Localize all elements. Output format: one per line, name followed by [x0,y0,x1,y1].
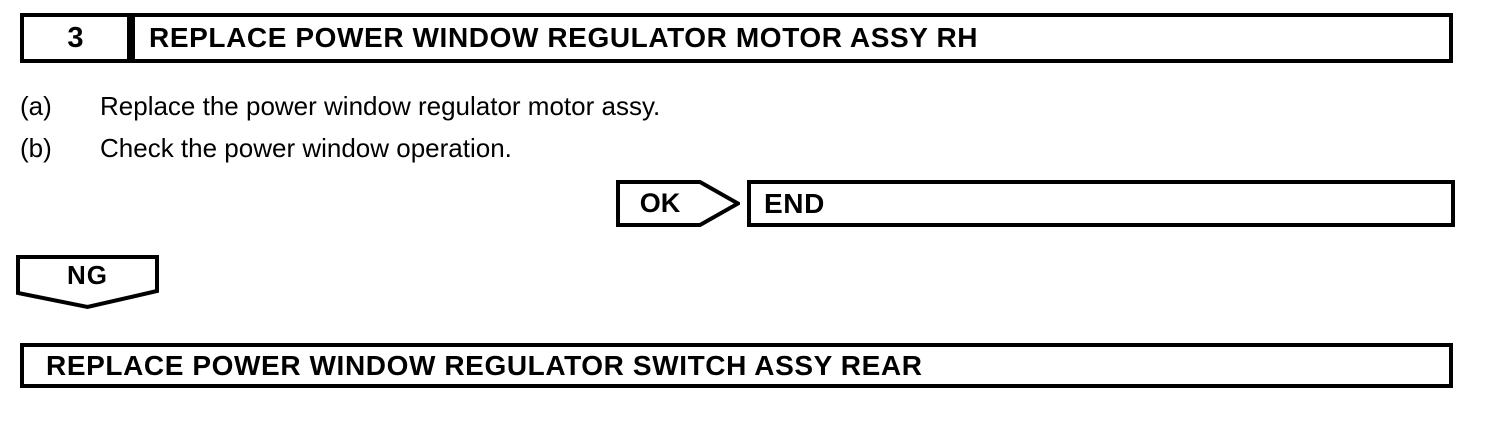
instruction-item: (a) Replace the power window regulator mo… [20,91,1420,121]
next-action-box: REPLACE POWER WINDOW REGULATOR SWITCH AS… [20,343,1453,388]
instruction-text: Check the power window operation. [100,133,512,163]
ok-label: OK [639,188,681,218]
ok-arrow-polygon [616,180,740,227]
step-title: REPLACE POWER WINDOW REGULATOR MOTOR ASS… [149,22,979,53]
step-number-box: 3 [20,13,131,63]
step-title-box: REPLACE POWER WINDOW REGULATOR MOTOR ASS… [131,13,1453,63]
ok-arrow-shape [616,180,740,227]
end-label: END [764,187,825,219]
instruction-item: (b) Check the power window operation. [20,133,1420,163]
ng-banner-shape [16,255,159,310]
next-action-label: REPLACE POWER WINDOW REGULATOR SWITCH AS… [46,349,923,381]
ng-connector: NG [16,255,159,311]
ng-banner-polygon [16,255,159,310]
ng-label: NG [67,260,108,290]
instruction-label: (b) [20,133,52,163]
instruction-label: (a) [20,91,52,121]
ok-connector: OK [616,180,740,227]
instruction-text: Replace the power window regulator motor… [100,91,661,121]
step-number: 3 [67,21,84,54]
end-box: END [747,180,1455,227]
